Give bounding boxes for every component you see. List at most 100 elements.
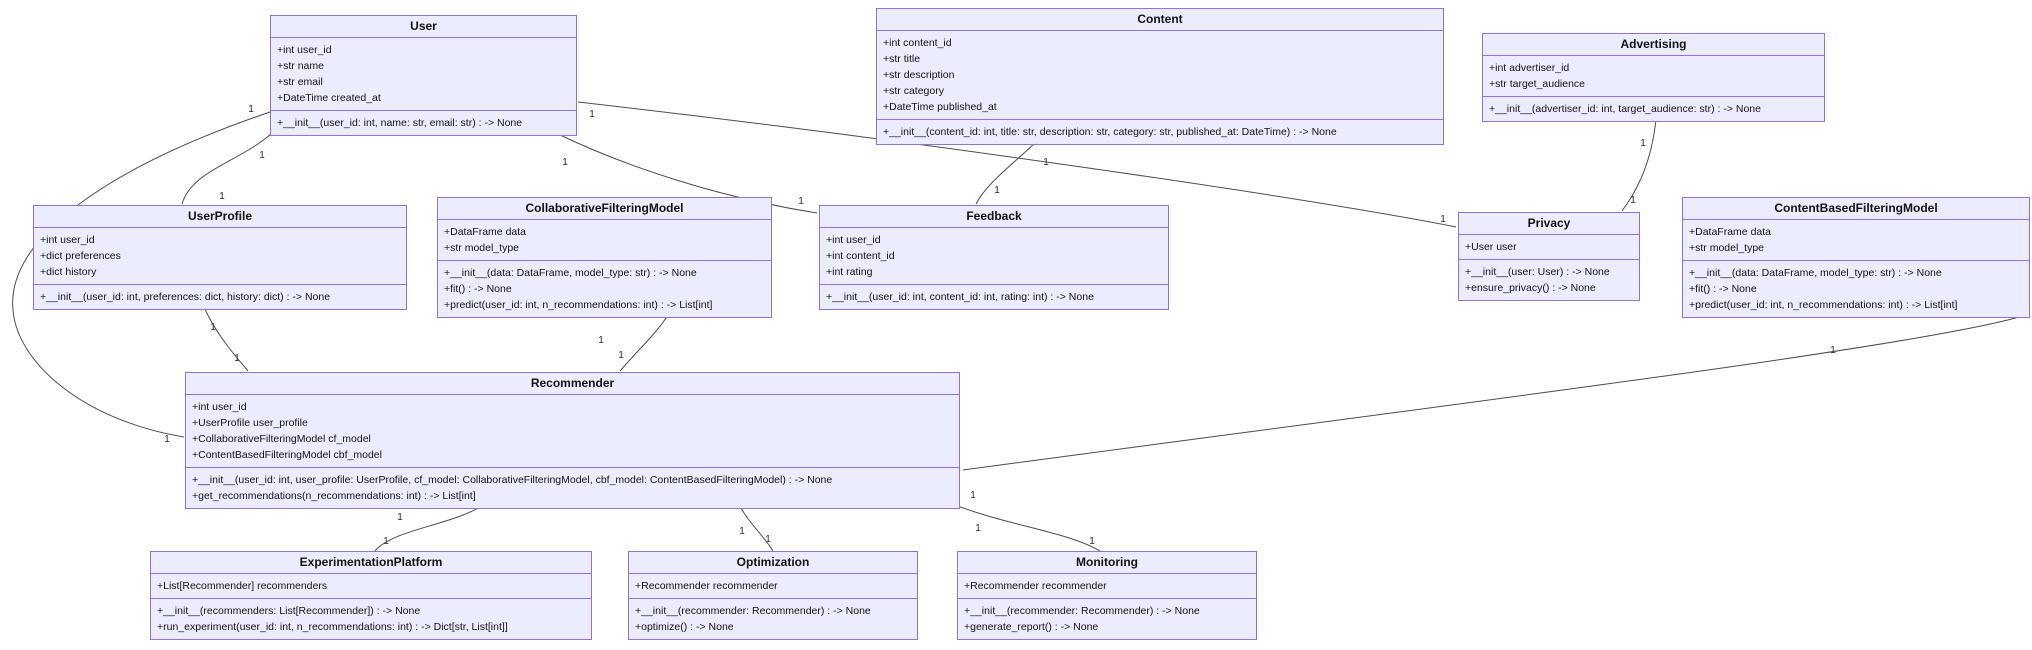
class-method: +fit() : -> None bbox=[444, 283, 512, 295]
class-method: +__init__(data: DataFrame, model_type: s… bbox=[1689, 267, 1942, 279]
multiplicity-label-source-Recommender-Monitoring: 1 bbox=[975, 523, 981, 534]
class-title: User bbox=[271, 16, 576, 38]
class-methods-compartment: +__init__(advertiser_id: int, target_aud… bbox=[1483, 97, 1824, 121]
class-attribute: +int content_id bbox=[883, 37, 952, 49]
class-method: +ensure_privacy() : -> None bbox=[1465, 282, 1596, 294]
class-methods-compartment: +__init__(content_id: int, title: str, d… bbox=[877, 120, 1443, 144]
class-attributes-compartment: +int content_id +str title +str descriptio… bbox=[877, 31, 1443, 120]
multiplicity-label-target-Recommender-Monitoring: 1 bbox=[1089, 536, 1095, 547]
class-methods-compartment: +__init__(data: DataFrame, model_type: s… bbox=[438, 261, 771, 317]
class-box-userprofile: UserProfile +int user_id +dict preferences… bbox=[33, 205, 407, 310]
class-method: +__init__(recommender: Recommender) : ->… bbox=[635, 605, 871, 617]
multiplicity-label-target-Content-Feedback: 1 bbox=[994, 185, 1000, 196]
class-methods-compartment: +__init__(data: DataFrame, model_type: s… bbox=[1683, 261, 2029, 317]
class-attribute: +dict history bbox=[40, 266, 97, 278]
multiplicity-label-target-Recommender-ExperimentationPlatform: 1 bbox=[383, 536, 389, 547]
multiplicity-label-target-User-Feedback: 1 bbox=[798, 196, 804, 207]
class-attribute: +DataFrame data bbox=[444, 226, 527, 238]
class-method: +__init__(user_id: int, preferences: dic… bbox=[40, 291, 331, 303]
class-attribute: +DateTime published_at bbox=[883, 101, 997, 113]
class-method: +__init__(content_id: int, title: str, d… bbox=[883, 126, 1337, 138]
multiplicity-label-source-User-Recommender: 1 bbox=[248, 104, 254, 115]
class-attributes-compartment: +int user_id+int content_id+int rating bbox=[820, 228, 1168, 285]
class-attributes-compartment: +User user bbox=[1459, 235, 1639, 260]
class-attribute: +str model_type bbox=[1689, 242, 1764, 254]
class-title: Feedback bbox=[820, 206, 1168, 228]
class-attribute: +int rating bbox=[826, 266, 873, 278]
class-attribute: +int user_id bbox=[40, 234, 95, 246]
class-attributes-compartment: +int user_id +dict preferences +dict histo… bbox=[34, 228, 406, 285]
class-attribute: +DataFrame data bbox=[1689, 226, 1772, 238]
class-method: +__init__(user: User) : -> None bbox=[1465, 266, 1610, 278]
class-methods-compartment: +__init__(recommender: Recommender) : ->… bbox=[958, 599, 1256, 639]
class-attributes-compartment: +List[Recommender] recommenders bbox=[151, 574, 591, 599]
edge-UserProfile-Recommender bbox=[203, 306, 249, 372]
edge-CollaborativeFilteringModel-Recommender bbox=[619, 314, 669, 372]
class-box-content: Content+int content_id+str title+str des… bbox=[876, 8, 1444, 145]
class-attribute: +Recommender recommender bbox=[635, 580, 778, 592]
class-title: Privacy bbox=[1459, 213, 1639, 235]
edge-Advertising-Privacy bbox=[1621, 118, 1657, 212]
multiplicity-label-target-User-Recommender: 1 bbox=[164, 434, 170, 445]
class-attribute: +str target_audience bbox=[1489, 78, 1586, 90]
class-methods-compartment: +__init__(user_id: int, name: str, email… bbox=[271, 111, 576, 135]
multiplicity-label-target-ContentBasedFilteringModel-Recommender: 1 bbox=[970, 490, 976, 501]
class-title: UserProfile bbox=[34, 206, 406, 228]
class-box-contentbasedfilteringmodel: ContentBasedFilteringModel+DataFrame dat… bbox=[1682, 197, 2030, 318]
class-attributes-compartment: +int user_id +UserProfile user_profile +Co… bbox=[186, 395, 959, 468]
class-method: +__init__(data: DataFrame, model_type: s… bbox=[444, 267, 697, 279]
class-box-user: User+int user_id+str name+str email+Date… bbox=[270, 15, 577, 136]
multiplicity-label-source-Content-Feedback: 1 bbox=[1043, 157, 1049, 168]
class-box-experimentationplatform: ExperimentationPlatform+List[Recommender… bbox=[150, 551, 592, 640]
class-attribute: +int user_id bbox=[277, 44, 332, 56]
class-attribute: +int advertiser_id bbox=[1489, 62, 1570, 74]
class-attribute: +int user_id bbox=[826, 234, 881, 246]
edge-User-Recommender bbox=[12, 111, 271, 438]
class-attribute: +Recommender recommender bbox=[964, 580, 1107, 592]
class-attribute: +ContentBasedFilteringModel cbf_model bbox=[192, 449, 382, 461]
class-methods-compartment: +__init__(user_id: int, user_profile: Us… bbox=[186, 468, 959, 508]
multiplicity-label-source-Recommender-Optimization: 1 bbox=[739, 526, 745, 537]
class-method: +__init__(user_id: int, content_id: int,… bbox=[826, 291, 1094, 303]
class-attributes-compartment: +int advertiser_id +str target_audience bbox=[1483, 56, 1824, 97]
class-method: +__init__(advertiser_id: int, target_aud… bbox=[1489, 103, 1761, 115]
class-methods-compartment: +__init__(recommenders: List[Recommender… bbox=[151, 599, 591, 639]
multiplicity-label-target-Advertising-Privacy: 1 bbox=[1630, 195, 1636, 206]
class-attributes-compartment: +DataFrame data +str model_type bbox=[1683, 220, 2029, 261]
class-box-advertising: Advertising +int advertiser_id +str target… bbox=[1482, 33, 1825, 122]
class-method: +__init__(recommender: Recommender) : ->… bbox=[964, 605, 1200, 617]
class-attribute: +str description bbox=[883, 69, 955, 81]
multiplicity-label-target-User-UserProfile: 1 bbox=[219, 191, 225, 202]
multiplicity-label-source-User-Privacy: 1 bbox=[589, 109, 595, 120]
class-method: +get_recommendations(n_recommendations: … bbox=[192, 490, 476, 502]
class-attribute: +int user_id bbox=[192, 401, 247, 413]
edge-ContentBasedFilteringModel-Recommender bbox=[962, 314, 2027, 471]
class-attribute: +DateTime created_at bbox=[277, 92, 381, 104]
class-title: Optimization bbox=[629, 552, 917, 574]
edge-Recommender-Monitoring bbox=[954, 504, 1101, 552]
class-title: Advertising bbox=[1483, 34, 1824, 56]
class-title: CollaborativeFilteringModel bbox=[438, 198, 771, 220]
edge-Content-Feedback bbox=[975, 141, 1037, 205]
multiplicity-label-source-Advertising-Privacy: 1 bbox=[1640, 138, 1646, 149]
class-attributes-compartment: +DataFrame data+str model_type bbox=[438, 220, 771, 261]
class-method: +generate_report() : -> None bbox=[964, 621, 1099, 633]
class-attribute: +str title bbox=[883, 53, 921, 65]
class-method: +__init__(user_id: int, user_profile: Us… bbox=[192, 474, 833, 486]
class-method: +run_experiment(user_id: int, n_recommen… bbox=[157, 621, 508, 633]
class-title: Monitoring bbox=[958, 552, 1256, 574]
class-attribute: +List[Recommender] recommenders bbox=[157, 580, 328, 592]
multiplicity-label-source-ContentBasedFilteringModel-Recommender: 1 bbox=[1830, 345, 1836, 356]
multiplicity-label-source-User-Feedback: 1 bbox=[562, 157, 568, 168]
class-method: +predict(user_id: int, n_recommendations… bbox=[1689, 299, 1958, 311]
class-methods-compartment: +__init__(recommender: Recommender) : ->… bbox=[629, 599, 917, 639]
edge-User-Privacy bbox=[577, 101, 1457, 228]
class-box-privacy: Privacy +User user +__init__(user: User) :… bbox=[1458, 212, 1640, 301]
class-method: +optimize() : -> None bbox=[635, 621, 734, 633]
class-attribute: +dict preferences bbox=[40, 250, 121, 262]
class-method: +__init__(user_id: int, name: str, email… bbox=[277, 117, 523, 129]
class-attribute: +UserProfile user_profile bbox=[192, 417, 308, 429]
multiplicity-label-target-Recommender-Optimization: 1 bbox=[765, 534, 771, 545]
class-attribute: +User user bbox=[1465, 241, 1517, 253]
edge-Recommender-Optimization bbox=[739, 505, 774, 552]
